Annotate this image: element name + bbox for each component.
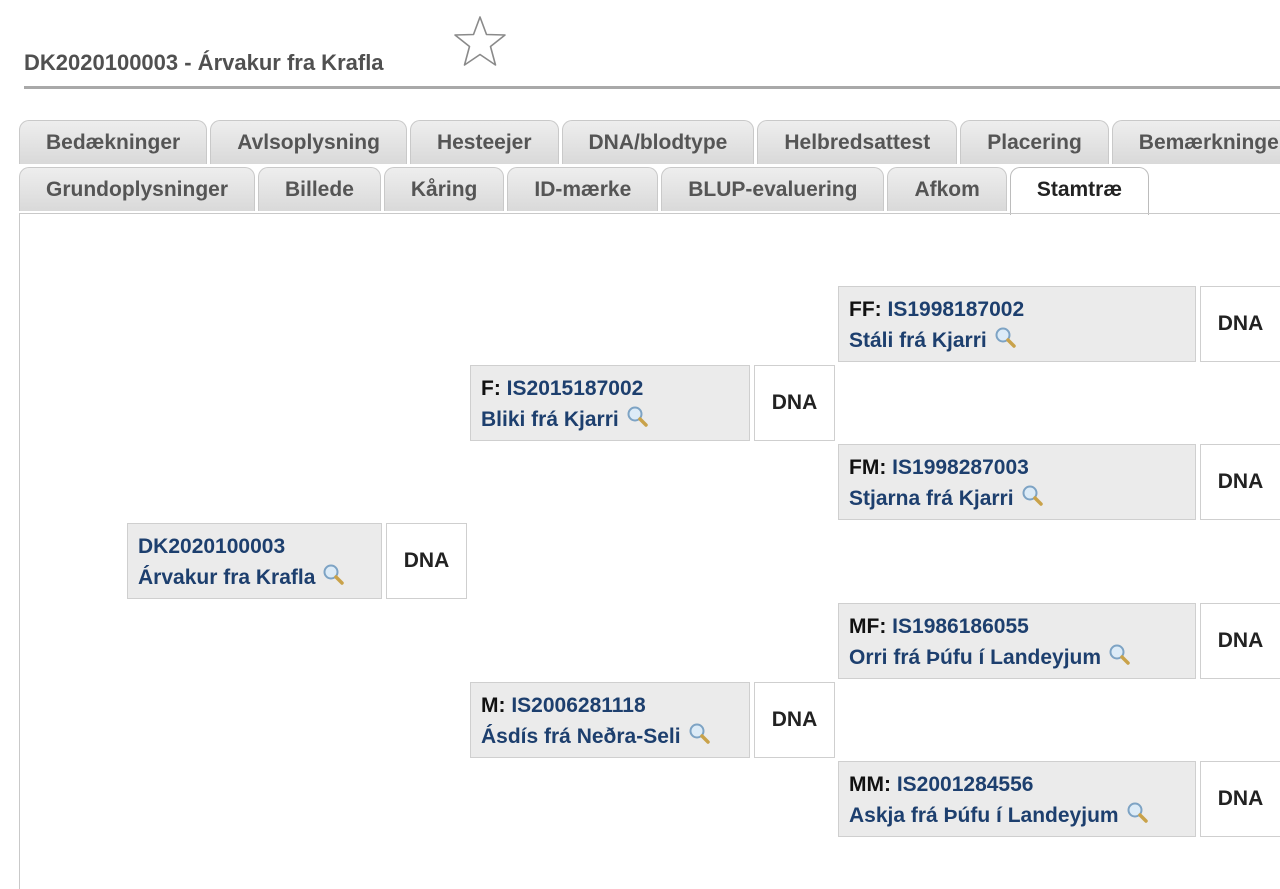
dna-button-mf[interactable]: DNA	[1200, 603, 1280, 679]
magnifier-icon[interactable]	[1020, 483, 1044, 507]
tab-id-maerke[interactable]: ID-mærke	[507, 167, 659, 211]
fm-id-link[interactable]: IS1998287003	[892, 456, 1029, 479]
dna-button-mother[interactable]: DNA	[754, 682, 835, 758]
fm-name-link[interactable]: Stjarna frá Kjarri	[849, 487, 1014, 510]
pedigree-node-mm: MM: IS2001284556 Askja frá Þúfu í Landey…	[838, 761, 1280, 837]
dna-button-fm[interactable]: DNA	[1200, 444, 1280, 520]
mother-relation-label: M:	[481, 694, 506, 717]
tab-placering[interactable]: Placering	[960, 120, 1109, 164]
magnifier-icon[interactable]	[1125, 800, 1149, 824]
tab-blup-evaluering[interactable]: BLUP-evaluering	[661, 167, 885, 211]
tab-bemaerkninger[interactable]: Bemærkninger	[1111, 120, 1280, 164]
tab-dna-blodtype[interactable]: DNA/blodtype	[561, 120, 755, 164]
pedigree-node-father: F: IS2015187002 Bliki frá Kjarri DNA	[470, 365, 835, 441]
magnifier-icon[interactable]	[993, 325, 1017, 349]
tab-billede[interactable]: Billede	[258, 167, 381, 211]
mf-id-link[interactable]: IS1986186055	[892, 615, 1029, 638]
pedigree-info-mf: MF: IS1986186055 Orri frá Þúfu í Landeyj…	[838, 603, 1196, 679]
mother-id-link[interactable]: IS2006281118	[511, 694, 646, 717]
tab-avlsoplysning[interactable]: Avlsoplysning	[210, 120, 407, 164]
tab-afkom[interactable]: Afkom	[887, 167, 1007, 211]
tab-row-2: Grundoplysninger Billede Kåring ID-mærke…	[19, 167, 1152, 215]
father-relation-label: F:	[481, 377, 501, 400]
tab-stamtrae[interactable]: Stamtræ	[1009, 167, 1150, 215]
mm-id-link[interactable]: IS2001284556	[896, 773, 1034, 796]
pedigree-node-ff: FF: IS1998187002 Stáli frá Kjarri DNA	[838, 286, 1280, 362]
page-title: DK2020100003 - Árvakur fra Krafla	[24, 50, 384, 75]
father-name-link[interactable]: Bliki frá Kjarri	[481, 408, 619, 431]
pedigree-info-self: DK2020100003 Árvakur fra Krafla	[127, 523, 382, 599]
magnifier-icon[interactable]	[1107, 642, 1131, 666]
mm-relation-label: MM:	[849, 773, 891, 796]
pedigree-node-mother: M: IS2006281118 Ásdís frá Neðra-Seli DNA	[470, 682, 835, 758]
tab-bedaekninger[interactable]: Bedækninger	[19, 120, 208, 164]
ff-name-link[interactable]: Stáli frá Kjarri	[849, 329, 987, 352]
tab-grundoplysninger[interactable]: Grundoplysninger	[19, 167, 256, 211]
mf-name-link[interactable]: Orri frá Þúfu í Landeyjum	[849, 646, 1102, 669]
pedigree-info-fm: FM: IS1998287003 Stjarna frá Kjarri	[838, 444, 1196, 520]
pedigree-info-father: F: IS2015187002 Bliki frá Kjarri	[470, 365, 750, 441]
tab-kaaring[interactable]: Kåring	[383, 167, 505, 211]
mf-relation-label: MF:	[849, 615, 887, 638]
pedigree-node-self: DK2020100003 Árvakur fra Krafla DNA	[127, 523, 467, 599]
tab-helbredsattest[interactable]: Helbredsattest	[757, 120, 958, 164]
dna-button-ff[interactable]: DNA	[1200, 286, 1280, 362]
pedigree-node-fm: FM: IS1998287003 Stjarna frá Kjarri DNA	[838, 444, 1280, 520]
ff-relation-label: FF:	[849, 298, 882, 321]
ff-id-link[interactable]: IS1998187002	[887, 298, 1025, 321]
pedigree-node-mf: MF: IS1986186055 Orri frá Þúfu í Landeyj…	[838, 603, 1280, 679]
pedigree-info-mm: MM: IS2001284556 Askja frá Þúfu í Landey…	[838, 761, 1196, 837]
self-id-link[interactable]: DK2020100003	[138, 535, 286, 558]
fm-relation-label: FM:	[849, 456, 887, 479]
dna-button-mm[interactable]: DNA	[1200, 761, 1280, 837]
father-id-link[interactable]: IS2015187002	[506, 377, 644, 400]
mm-name-link[interactable]: Askja frá Þúfu í Landeyjum	[849, 804, 1119, 827]
dna-button-self[interactable]: DNA	[386, 523, 467, 599]
tab-row-1: Bedækninger Avlsoplysning Hesteejer DNA/…	[19, 120, 1280, 164]
star-outline-icon[interactable]	[452, 14, 508, 70]
magnifier-icon[interactable]	[321, 562, 345, 586]
page-header: DK2020100003 - Árvakur fra Krafla	[24, 14, 1280, 89]
dna-button-father[interactable]: DNA	[754, 365, 835, 441]
pedigree-panel	[19, 213, 1280, 889]
magnifier-icon[interactable]	[687, 721, 711, 745]
self-name-link[interactable]: Árvakur fra Krafla	[138, 566, 316, 589]
pedigree-info-mother: M: IS2006281118 Ásdís frá Neðra-Seli	[470, 682, 750, 758]
pedigree-info-ff: FF: IS1998187002 Stáli frá Kjarri	[838, 286, 1196, 362]
tab-hesteejer[interactable]: Hesteejer	[409, 120, 559, 164]
magnifier-icon[interactable]	[625, 404, 649, 428]
mother-name-link[interactable]: Ásdís frá Neðra-Seli	[481, 725, 681, 748]
